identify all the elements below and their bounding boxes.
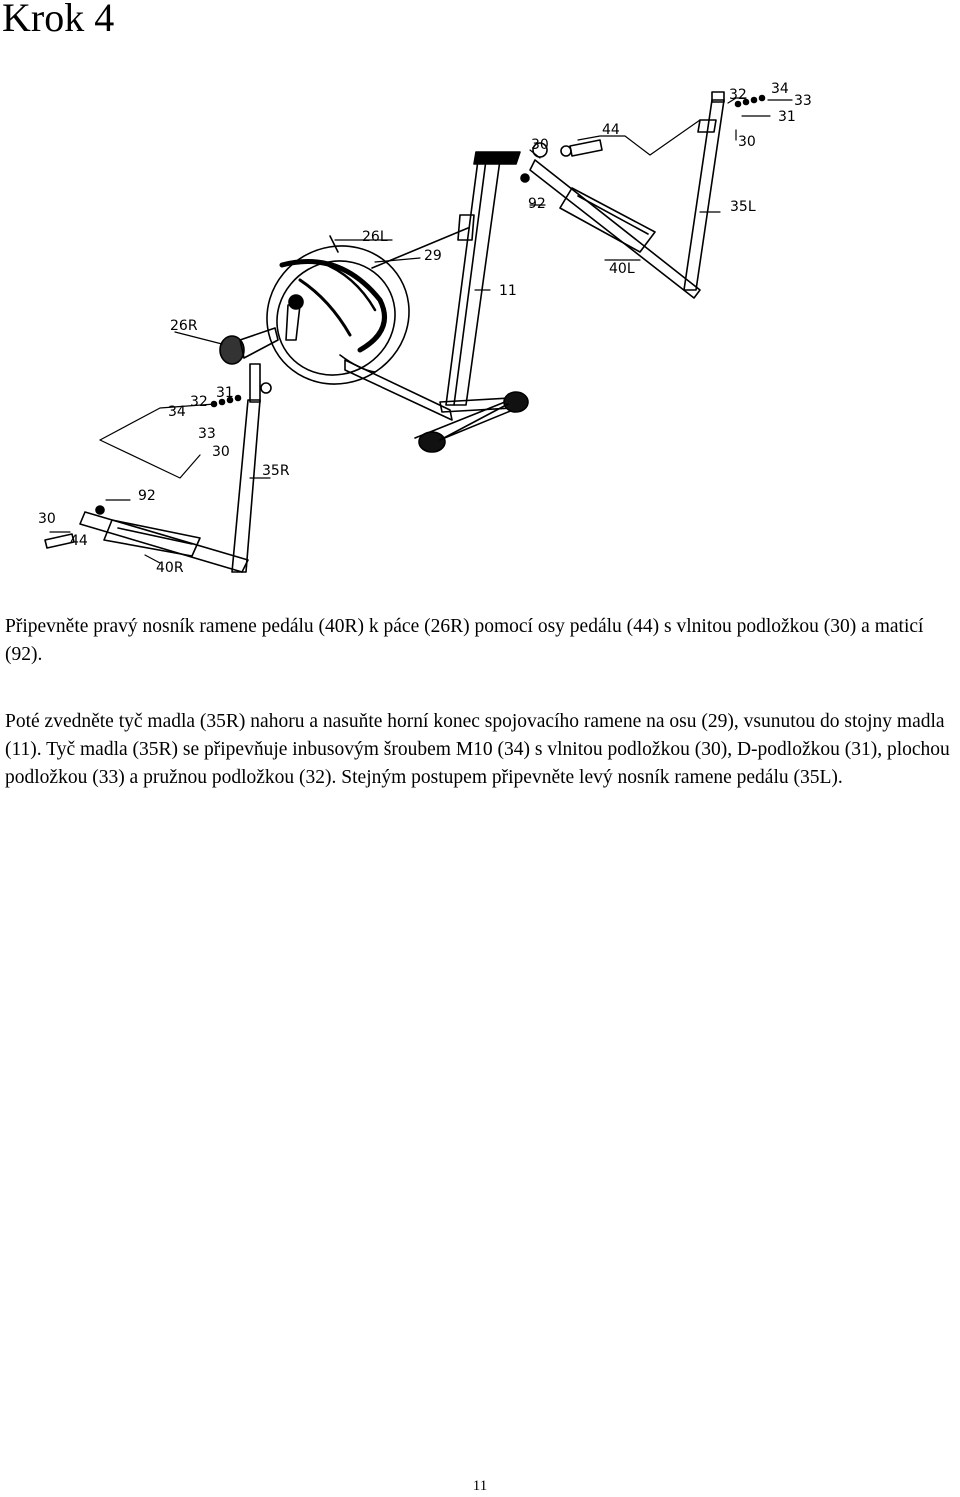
pedal-beam-40L [520, 142, 701, 299]
callout-34-top: 34 [771, 81, 789, 97]
instruction-paragraph-1: Připevněte pravý nosník ramene pedálu (4… [5, 616, 924, 665]
callout-31-left: 31 [216, 385, 234, 401]
handlebar-arm-35R [231, 363, 272, 573]
callout-92-left: 92 [138, 488, 156, 504]
leader-lines [49, 97, 793, 564]
exercise-bike-exploded-view: 32 34 33 31 30 44 30 92 35L 26L 29 40L 1… [38, 81, 812, 576]
callout-30-bottom: 30 [38, 511, 56, 527]
callout-44-top: 44 [602, 122, 620, 138]
callout-40R: 40R [156, 560, 184, 576]
callout-33-top: 33 [794, 93, 812, 109]
callout-34-left: 34 [168, 404, 186, 420]
callout-92-top: 92 [528, 196, 546, 212]
callout-32-left: 32 [190, 394, 208, 410]
hardware-top [734, 94, 766, 108]
base-frame [344, 359, 526, 445]
flywheel-housing [266, 245, 410, 385]
page-heading: Krok 4 [2, 0, 115, 40]
callout-35L: 35L [730, 199, 756, 215]
callout-30-mid: 30 [531, 137, 549, 153]
handlebar-arm-35L [683, 91, 725, 291]
pedal-beam-40R [79, 505, 249, 573]
hardware-left [210, 394, 242, 408]
callout-44-bottom: 44 [70, 533, 88, 549]
assembly-diagram: 32 34 33 31 30 44 30 92 35L 26L 29 40L 1… [30, 75, 830, 585]
callout-31-top: 31 [778, 109, 796, 125]
callout-40L: 40L [609, 261, 635, 277]
callout-29: 29 [424, 248, 442, 264]
callout-labels: 32 34 33 31 30 44 30 92 35L 26L 29 40L 1… [38, 81, 812, 576]
pedal-axle-44-bottom [44, 533, 75, 549]
handlebar-post [445, 151, 521, 406]
callout-33-left: 33 [198, 426, 216, 442]
callout-35R: 35R [262, 463, 290, 479]
callout-30-left: 30 [212, 444, 230, 460]
callout-26R: 26R [170, 318, 198, 334]
callout-30-top: 30 [738, 134, 756, 150]
crank-26R [219, 327, 279, 365]
instruction-paragraph-2: Poté zvedněte tyč madla (35R) nahoru a n… [5, 711, 950, 788]
callout-32-top: 32 [729, 87, 747, 103]
callout-26L: 26L [362, 229, 388, 245]
callout-11: 11 [499, 283, 517, 299]
pedal-axle-44-top [560, 139, 603, 157]
front-foot-wheels [418, 391, 529, 453]
page-number: 11 [472, 1478, 488, 1494]
